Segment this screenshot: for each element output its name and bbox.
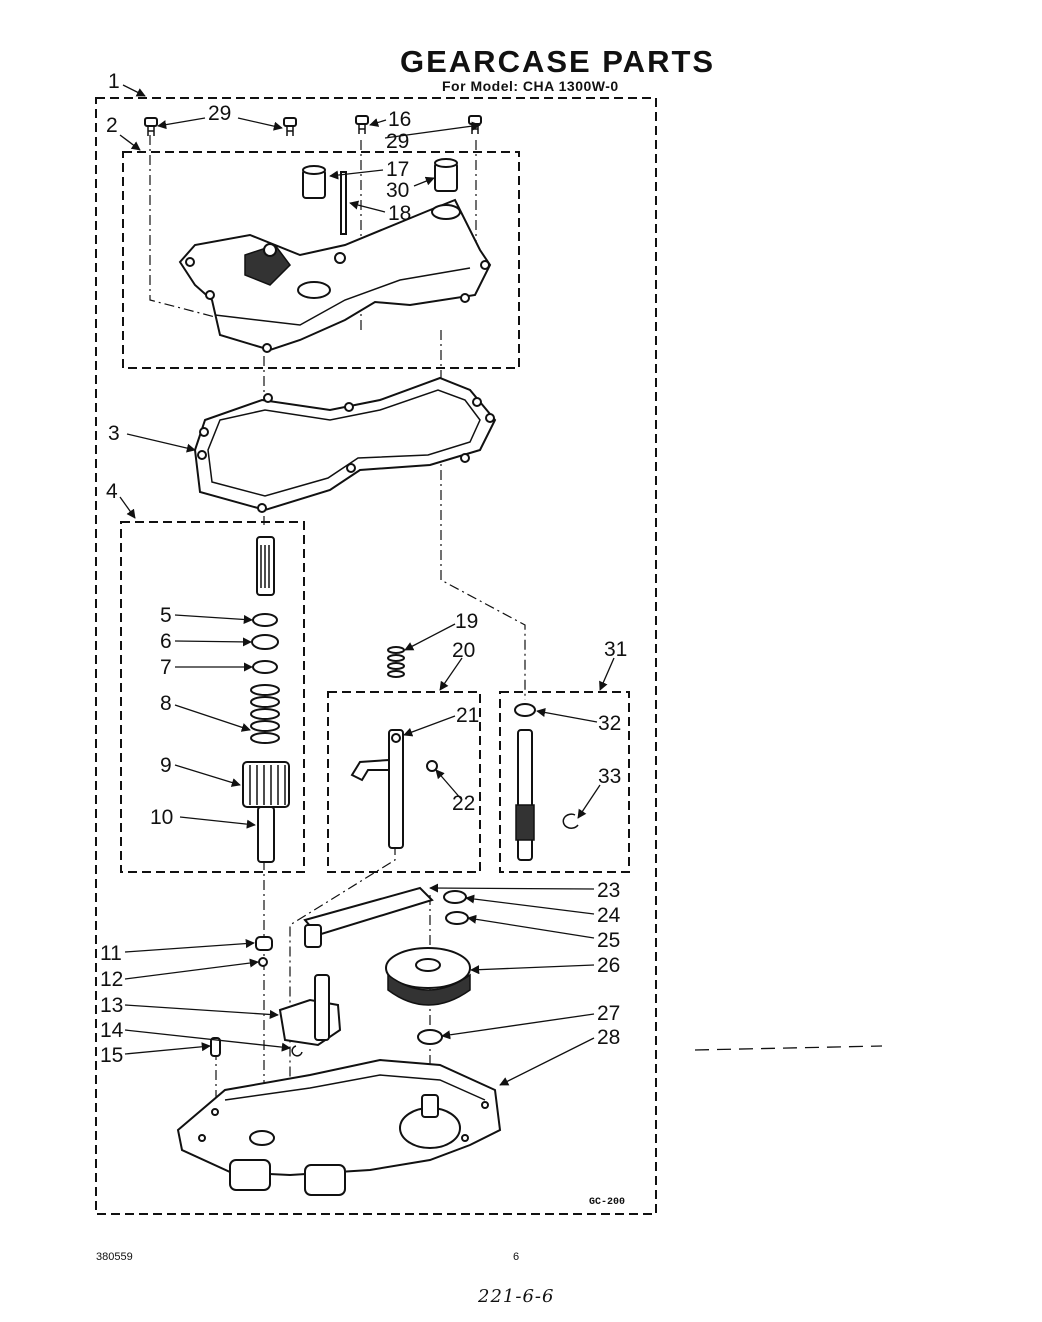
callout-5: 5 xyxy=(160,604,172,627)
drive-block-13 xyxy=(278,974,342,1047)
callout-8: 8 xyxy=(160,692,172,715)
callout-29-right: 29 xyxy=(386,130,409,153)
drive-shaft-31 xyxy=(515,729,535,861)
callout-labels: 1 2 3 4 5 6 7 8 9 10 11 12 13 14 15 16 1… xyxy=(100,70,627,1067)
callout-6: 6 xyxy=(160,630,172,653)
callout-1: 1 xyxy=(108,70,120,93)
callout-29-left: 29 xyxy=(208,102,231,125)
pinion-box-4 xyxy=(120,521,305,873)
pin-15 xyxy=(210,1037,221,1057)
ball-12 xyxy=(258,957,268,967)
pinion-gear-9 xyxy=(242,761,290,863)
diagram-code: GC-200 xyxy=(589,1197,626,1208)
callout-32: 32 xyxy=(598,712,621,735)
pinion-shaft xyxy=(256,536,275,596)
crank-arm-23 xyxy=(303,886,434,948)
gearcase-cover xyxy=(178,198,492,353)
callout-17: 17 xyxy=(386,158,409,181)
leader-lines xyxy=(119,84,615,1086)
screw-16 xyxy=(355,115,369,134)
washer-5 xyxy=(252,613,278,627)
callout-16: 16 xyxy=(388,108,411,131)
washer-7 xyxy=(252,660,278,674)
callout-26: 26 xyxy=(597,954,620,977)
washer-25 xyxy=(445,911,469,925)
callout-2: 2 xyxy=(106,114,118,137)
clip-22 xyxy=(426,760,438,772)
bushing-17 xyxy=(302,165,326,199)
pin-18 xyxy=(340,171,347,235)
callout-25: 25 xyxy=(597,929,620,952)
callout-23: 23 xyxy=(597,879,620,902)
washer-27 xyxy=(417,1029,443,1045)
stray-dash-line xyxy=(694,1045,883,1051)
callout-11: 11 xyxy=(100,942,122,965)
callout-3: 3 xyxy=(108,422,120,445)
main-gear-26 xyxy=(385,947,471,1006)
model-subtitle: For Model: CHA 1300W-0 xyxy=(442,78,619,94)
callout-9: 9 xyxy=(160,754,172,777)
cap-11 xyxy=(255,936,273,951)
callout-31: 31 xyxy=(604,638,627,661)
callout-12: 12 xyxy=(100,968,123,991)
clip-14 xyxy=(291,1045,303,1057)
pin-21 xyxy=(391,733,401,743)
washer-24 xyxy=(443,890,467,904)
callout-33: 33 xyxy=(598,765,621,788)
callout-18: 18 xyxy=(388,202,411,225)
screw-29-mid xyxy=(283,117,297,136)
callout-22: 22 xyxy=(452,792,475,815)
callout-20: 20 xyxy=(452,639,475,662)
page-title: GEARCASE PARTS xyxy=(400,44,716,79)
shifter-fork-20 xyxy=(350,729,404,849)
page-number: 6 xyxy=(513,1251,520,1263)
spring-19 xyxy=(387,646,405,678)
callout-27: 27 xyxy=(597,1002,620,1025)
callout-15: 15 xyxy=(100,1044,123,1067)
callout-21: 21 xyxy=(456,704,479,727)
handwritten-note: 221-6-6 xyxy=(478,1286,555,1307)
assembly-box-1 xyxy=(95,97,657,1215)
shifter-box-20 xyxy=(327,691,481,873)
snap-ring-33 xyxy=(562,813,579,829)
callout-10: 10 xyxy=(150,806,173,829)
washer-32 xyxy=(514,703,536,717)
callout-28: 28 xyxy=(597,1026,620,1049)
cover-box-2 xyxy=(122,151,520,369)
spring-8 xyxy=(250,684,280,744)
shaft-box-31 xyxy=(499,691,630,873)
callout-4: 4 xyxy=(106,480,118,503)
bushing-30 xyxy=(434,158,458,192)
gasket xyxy=(193,376,497,513)
callout-13: 13 xyxy=(100,994,123,1017)
callout-14: 14 xyxy=(100,1019,124,1042)
gearcase-base xyxy=(176,1058,502,1196)
callout-30: 30 xyxy=(386,179,409,202)
callout-19: 19 xyxy=(455,610,478,633)
callout-24: 24 xyxy=(597,904,621,927)
doc-number: 380559 xyxy=(96,1251,133,1263)
washer-6 xyxy=(251,634,279,650)
callout-7: 7 xyxy=(160,656,172,679)
screw-29-left xyxy=(144,117,158,136)
